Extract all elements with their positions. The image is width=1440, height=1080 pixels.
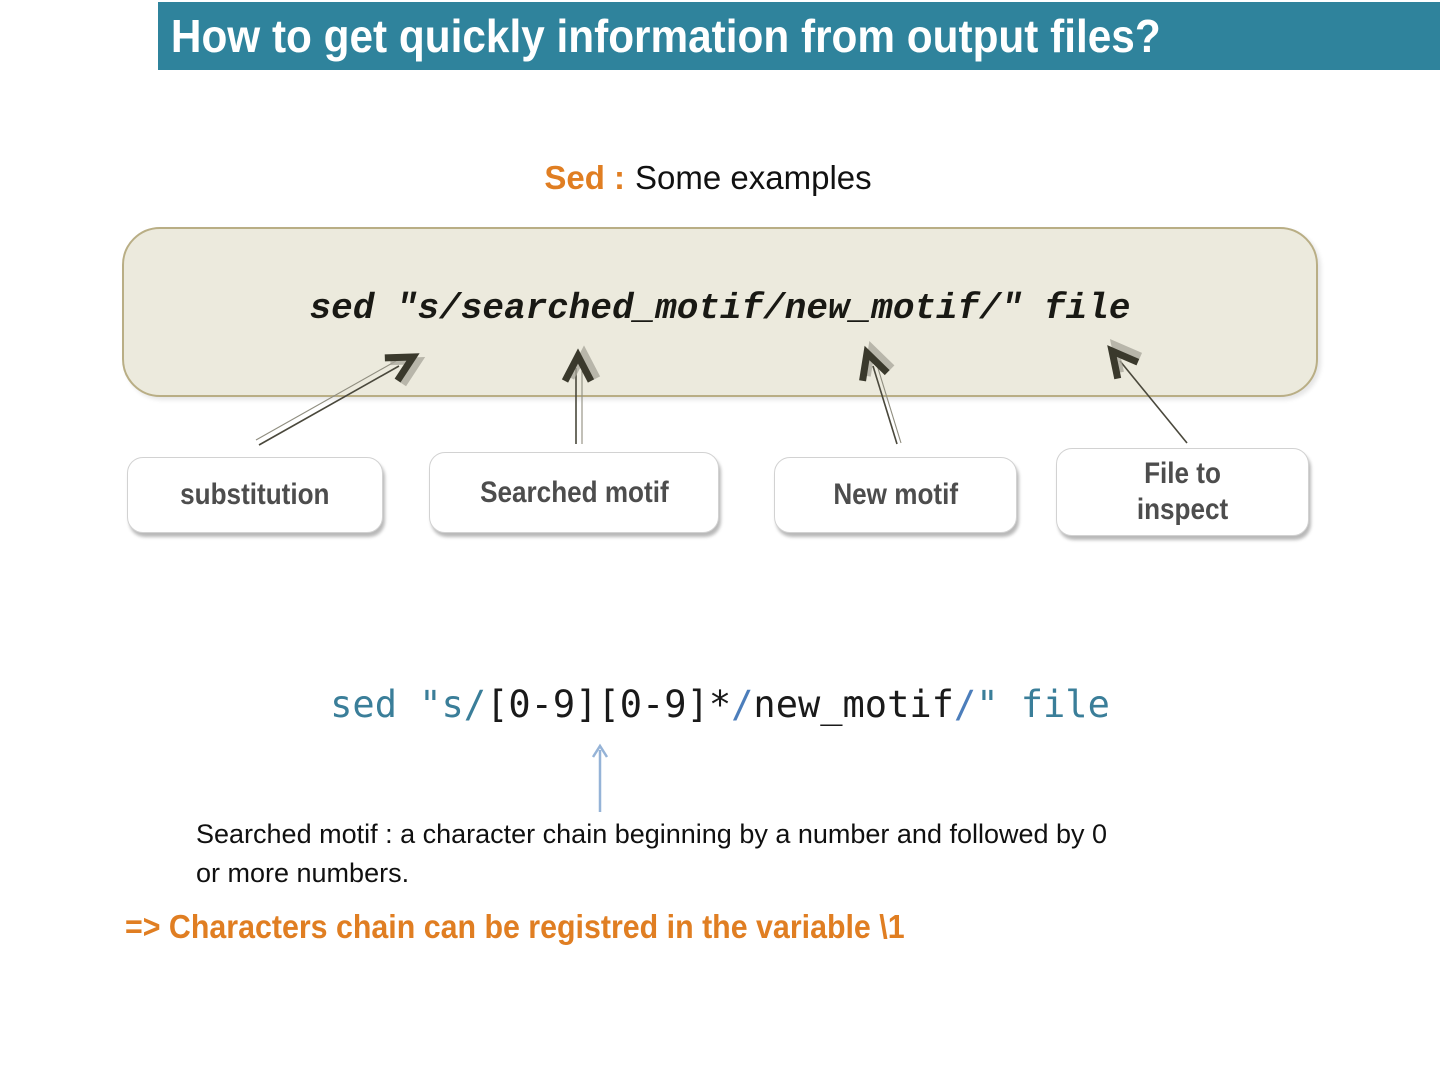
explanation-text: Searched motif : a character chain begin… [196,819,1108,888]
page-title: How to get quickly information from outp… [170,10,1161,62]
subtitle: Sed :Some examples [0,158,1416,198]
sed-command-example: sed "s/[0-9][0-9]*/new_motif/" file [330,683,1110,726]
command-box: sed "s/searched_motif/new_motif/" file [122,227,1318,397]
code-segment: " file [976,683,1110,726]
code-segment: [0-9][0-9]* [486,683,732,726]
code-segment: sed "s/ [330,683,487,726]
label-new-motif: New motif [774,457,1017,533]
subtitle-keyword: Sed : [544,159,626,196]
conclusion-text: => Characters chain can be registred in … [125,906,1325,948]
label-file-to-inspect-text: File to inspect [1136,457,1229,526]
sed-command-generic: sed "s/searched_motif/new_motif/" file [309,287,1131,329]
label-new-motif-text: New motif [833,478,958,511]
label-substitution-text: substitution [180,478,330,511]
title-bar: How to get quickly information from outp… [158,2,1440,70]
label-searched-motif: Searched motif [429,452,719,533]
label-searched-motif-text: Searched motif [479,475,669,509]
conclusion-text-inner: => Characters chain can be registred in … [125,908,905,945]
label-file-to-inspect: File to inspect [1056,448,1309,536]
label-substitution: substitution [127,457,383,533]
subtitle-text: Some examples [635,159,872,196]
sed-example-row: sed "s/[0-9][0-9]*/new_motif/" file [0,682,1440,728]
code-segment: / [953,683,977,726]
pointer-arrow-icon [591,743,609,812]
code-segment: new_motif [753,683,954,726]
code-segment: / [731,683,754,726]
